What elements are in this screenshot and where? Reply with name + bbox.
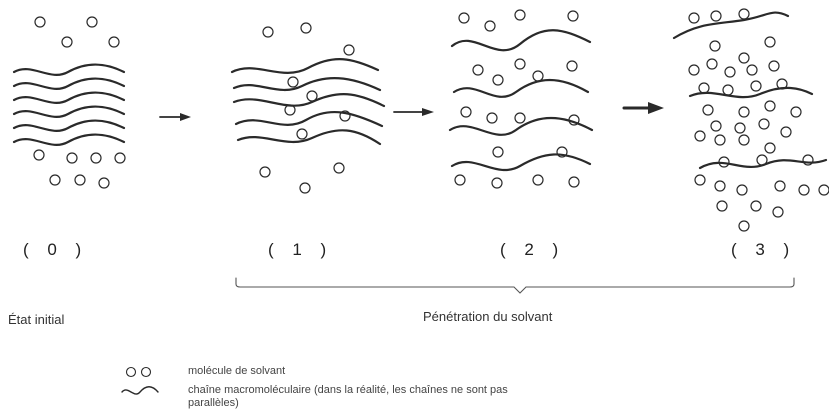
stage-0-chains <box>12 63 126 146</box>
stage-0-molecules <box>33 16 126 189</box>
arrow-2-to-3 <box>622 102 664 114</box>
stage-2-molecules <box>454 9 580 189</box>
legend-chain-line-1: chaîne macromoléculaire (dans la réalité… <box>188 384 508 396</box>
legend-chain-text: chaîne macromoléculaire (dans la réalité… <box>188 384 508 410</box>
stage-3-chains <box>672 11 828 170</box>
arrow-1-to-2 <box>393 108 434 116</box>
penetration-bracket <box>235 277 795 294</box>
legend-chain-line-2: parallèles) <box>188 397 239 409</box>
caption-initial-state: État initial <box>8 312 65 327</box>
stage-3-molecules <box>688 8 829 232</box>
stage-2-chains <box>448 29 594 172</box>
stage-1-chains <box>230 58 386 146</box>
arrow-0-to-1 <box>159 113 191 121</box>
caption-solvent-penetration: Pénétration du solvant <box>423 309 553 324</box>
stage-label-2: ( 2 ) <box>500 240 566 259</box>
legend-chain-icon <box>121 386 159 395</box>
legend-solvent-text: molécule de solvant <box>188 365 286 377</box>
stage-label-3: ( 3 ) <box>731 240 797 259</box>
stage-1-molecules <box>259 22 355 194</box>
legend-solvent-icon <box>125 366 152 378</box>
stage-label-1: ( 1 ) <box>268 240 334 259</box>
stage-label-0: ( 0 ) <box>23 240 89 259</box>
